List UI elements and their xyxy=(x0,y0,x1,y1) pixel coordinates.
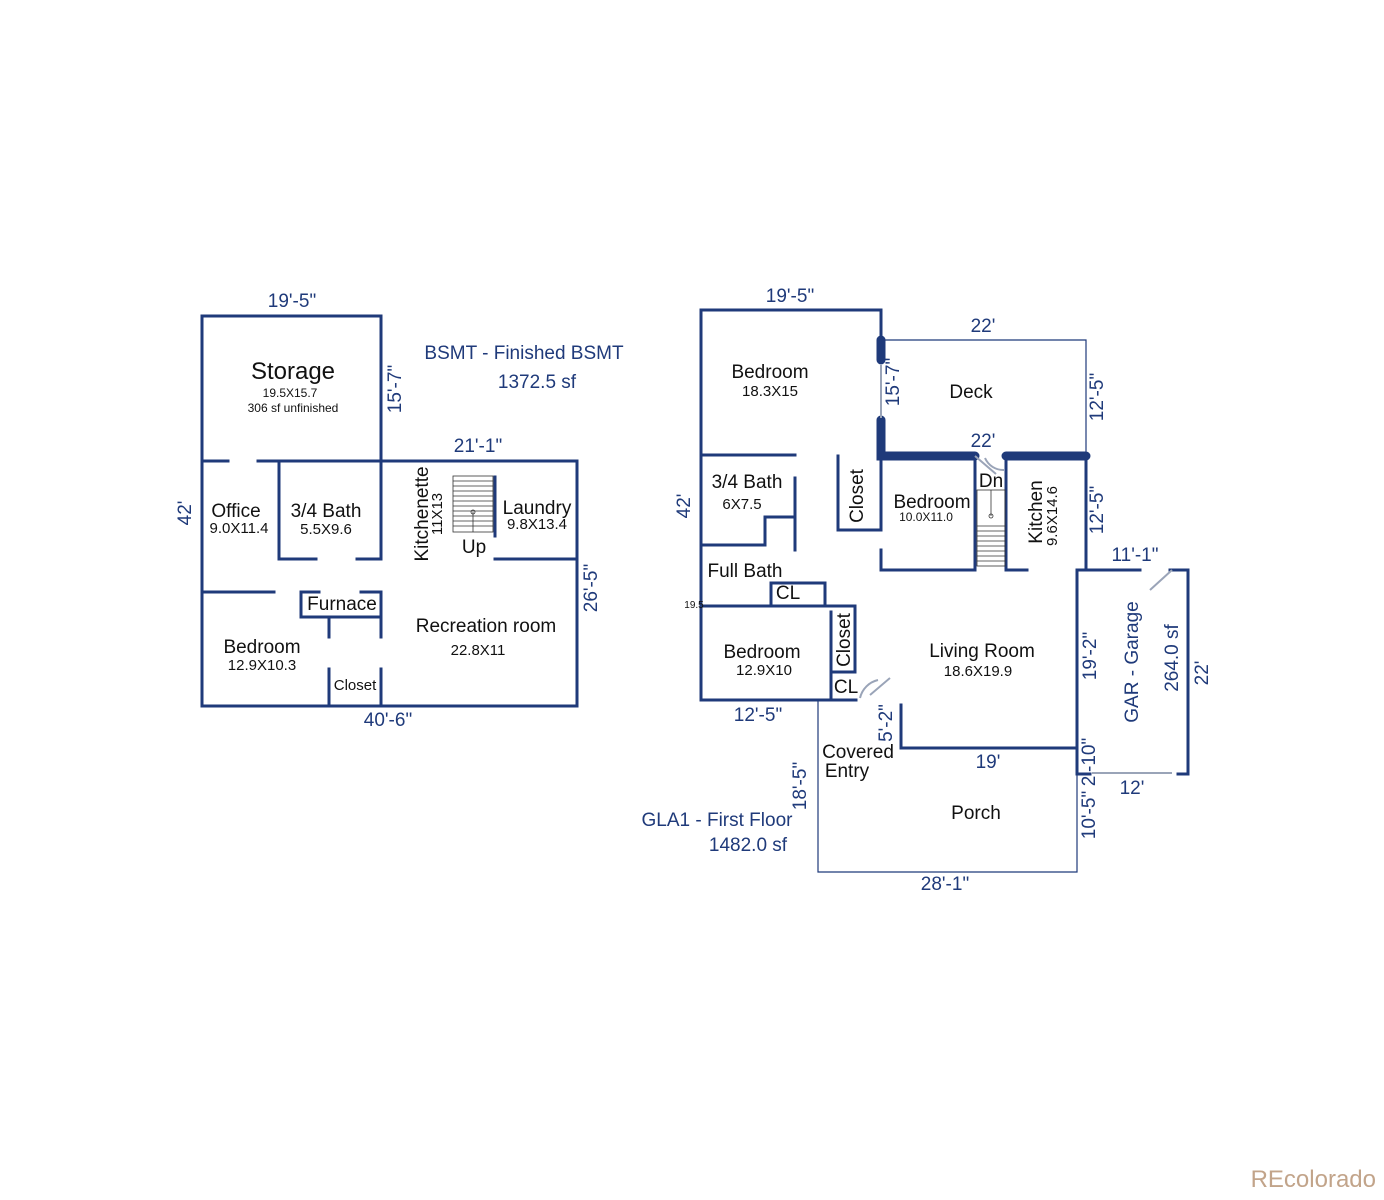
furnace-label: Furnace xyxy=(307,594,377,615)
basement-dim-top: 19'-5" xyxy=(268,291,316,312)
bath34-size: 6X7.5 xyxy=(722,496,761,513)
ff-dim-porch-bottom: 28'-1" xyxy=(921,874,969,895)
closet1-label: Closet xyxy=(847,468,868,523)
first-floor-top-wall xyxy=(699,308,883,342)
bedroom1-label: Bedroom xyxy=(731,362,808,383)
garage-dim-top: 11'-1" xyxy=(1112,545,1159,566)
rec-room-label: Recreation room xyxy=(416,616,556,637)
office-bath-wall xyxy=(277,459,318,561)
first-floor-stairs xyxy=(976,489,1006,567)
covered-entry-label-2: Entry xyxy=(825,761,870,782)
bedroom2-wall xyxy=(879,454,977,572)
basement-bedroom-label: Bedroom xyxy=(223,637,300,658)
storage-size: 19.5X15.7 xyxy=(263,386,318,400)
basement-bedroom-size: 12.9X10.3 xyxy=(228,657,296,674)
first-floor-plan: Bedroom 18.3X15 Deck 3/4 Bath 6X7.5 Clos… xyxy=(642,286,1190,895)
first-floor-left-wall xyxy=(699,308,820,702)
garage-area: 264.0 sf xyxy=(1162,623,1183,691)
living-bottom-wall xyxy=(899,703,1079,750)
ff-dim-deck-right: 12'-5" xyxy=(1087,373,1108,421)
deck-thick-wall xyxy=(876,335,1091,461)
furnace-wall xyxy=(299,590,383,639)
ff-dim-porch-top: 19' xyxy=(976,752,1001,773)
basement-area: 1372.5 sf xyxy=(498,372,577,393)
basement-stairs xyxy=(452,475,494,533)
ff-dim-top: 19'-5" xyxy=(766,286,814,307)
laundry-label: Laundry xyxy=(503,498,572,519)
first-floor-area: 1482.0 sf xyxy=(709,835,788,856)
bath-label: 3/4 Bath xyxy=(291,501,362,522)
entry-door xyxy=(859,677,891,699)
closet2-label: Closet xyxy=(834,612,855,667)
laundry-size: 9.8X13.4 xyxy=(507,516,567,533)
living-label: Living Room xyxy=(929,641,1035,662)
deck-outline xyxy=(881,339,1087,456)
bath-size: 5.5X9.6 xyxy=(300,521,352,538)
ff-dim-entry: 5'-2" xyxy=(876,704,897,742)
kitchenette-size: 11X13 xyxy=(429,493,446,535)
basement-stair-label: Up xyxy=(462,537,486,558)
garage-dim-right: 22' xyxy=(1192,661,1213,686)
ff-dim-porch-left: 18'-5" xyxy=(790,762,811,810)
basement-closet-label: Closet xyxy=(334,677,377,694)
storage-note: 306 sf unfinished xyxy=(248,401,339,415)
basement-outer-wall xyxy=(200,314,579,708)
kitchen-size: 9.6X14.6 xyxy=(1044,486,1061,546)
kitchen-wall xyxy=(1004,454,1029,572)
rec-room-size: 22.8X11 xyxy=(451,642,506,659)
basement-dim-storage: 15'-7" xyxy=(385,365,406,413)
ff-dim-bed-h: 15'-7" xyxy=(883,358,904,406)
porch-label: Porch xyxy=(951,803,1001,824)
basement-dim-mid: 21'-1" xyxy=(454,436,502,457)
full-bath-label: Full Bath xyxy=(708,561,783,582)
ff-dim-left: 42' xyxy=(674,494,695,519)
bath34-wall xyxy=(699,476,797,552)
bedroom3-label: Bedroom xyxy=(723,642,800,663)
porch-outline xyxy=(817,700,1078,873)
ff-dim-deck-bottom: 22' xyxy=(971,431,996,452)
basement-dim-left: 42' xyxy=(175,501,196,526)
bedroom2-label: Bedroom xyxy=(893,492,970,513)
ff-dim-living-right: 19'-2" xyxy=(1080,632,1101,680)
storage-label: Storage xyxy=(251,358,335,385)
garage-dim-bottom: 12' xyxy=(1120,778,1145,799)
covered-entry-label-1: Covered xyxy=(822,742,894,763)
bedroom3-wall xyxy=(816,604,857,702)
first-floor-stair-label: Dn xyxy=(979,471,1003,492)
stair-door xyxy=(974,455,1005,475)
office-size: 9.0X11.4 xyxy=(210,520,269,537)
laundry-wall xyxy=(493,475,579,561)
ff-dim-kitchen-right: 12'-5" xyxy=(1087,486,1108,534)
watermark: REcolorado xyxy=(1250,1166,1376,1193)
ff-dim-bed-bottom: 12'-5" xyxy=(734,705,782,726)
kitchen-label: Kitchen xyxy=(1026,480,1047,543)
garage-entry-door xyxy=(1149,569,1173,591)
basement-dim-bottom: 40'-6" xyxy=(364,710,412,731)
closet-wall xyxy=(327,667,383,708)
closet1-wall xyxy=(836,454,883,532)
basement-plan: Storage 19.5X15.7 306 sf unfinished Offi… xyxy=(175,291,624,731)
cl2-label: CL xyxy=(834,677,858,698)
garage-title: GAR - Garage xyxy=(1122,601,1143,722)
living-size: 18.6X19.9 xyxy=(944,663,1012,680)
bath34-label: 3/4 Bath xyxy=(712,472,783,493)
office-label: Office xyxy=(211,501,260,522)
ff-dim-porch-right1: 2'-10" xyxy=(1079,738,1100,786)
deck-label: Deck xyxy=(949,382,993,403)
bedroom1-size: 18.3X15 xyxy=(742,383,798,400)
full-bath-wall xyxy=(699,581,827,608)
basement-title: BSMT - Finished BSMT xyxy=(424,343,624,364)
first-floor-title: GLA1 - First Floor xyxy=(642,810,794,831)
ff-dim-deck-top: 22' xyxy=(971,316,996,337)
kitchenette-label: Kitchenette xyxy=(412,466,433,561)
ff-dim-porch-right2: 10'-5" xyxy=(1079,791,1100,839)
cl1-label: CL xyxy=(776,583,800,604)
basement-dim-right: 26'-5" xyxy=(581,564,602,612)
garage-plan: GAR - Garage 264.0 sf 11'-1" 22' 12' xyxy=(1112,545,1214,799)
small-dim: 19.5 xyxy=(684,600,704,611)
bath-kitchenette-wall xyxy=(355,459,383,561)
bedroom2-size: 10.0X11.0 xyxy=(899,510,953,524)
bedroom3-size: 12.9X10 xyxy=(736,662,792,679)
